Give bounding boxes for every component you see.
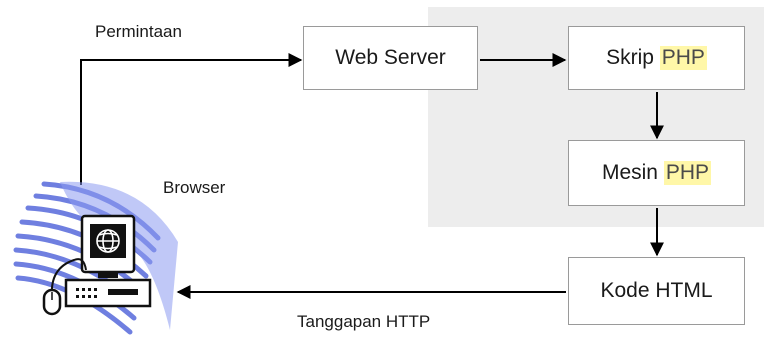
kode-html-label: Kode HTML <box>600 279 713 302</box>
request-label: Permintaan <box>95 22 182 41</box>
mesin-php-box: Mesin PHP <box>568 140 745 206</box>
monitor <box>80 214 136 278</box>
skrip-php-prefix: Skrip <box>606 46 660 69</box>
skrip-php-box: Skrip PHP <box>568 26 745 90</box>
kode-html-box: Kode HTML <box>568 257 745 325</box>
web-server-label: Web Server <box>335 46 446 69</box>
mesin-php-highlight: PHP <box>663 161 712 185</box>
request-arrow <box>80 53 303 185</box>
web-server-box: Web Server <box>303 26 478 90</box>
mesin-php-prefix: Mesin <box>601 161 664 184</box>
browser-label: Browser <box>163 178 226 197</box>
computer-base <box>64 278 152 308</box>
globe-icon <box>96 229 120 253</box>
mouse <box>42 258 87 316</box>
skrip-php-highlight: PHP <box>659 46 707 70</box>
response-label: Tanggapan HTTP <box>297 312 431 331</box>
